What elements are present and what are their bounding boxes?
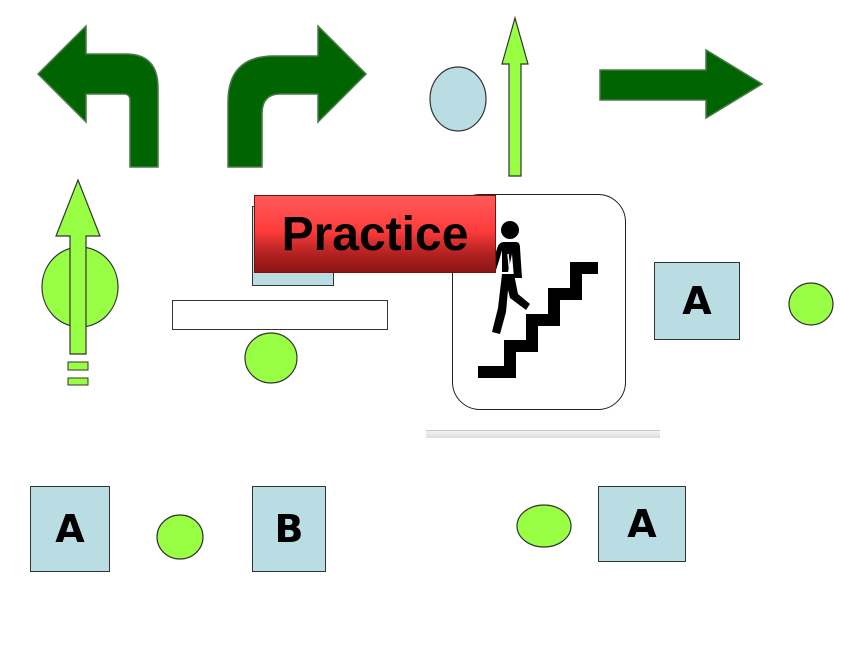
turn-left-arrow-icon [36,24,159,168]
blue-circle [429,66,487,132]
straight-up-arrow-icon [501,15,529,177]
toolbar-strip [426,430,660,438]
letter-card-a: A [598,486,686,562]
straight-up-arrow-icon [55,178,101,386]
letter-card-a: A [654,262,740,340]
right-arrow-icon [599,48,764,120]
letter-card-a: A [30,486,110,572]
person-climbing-stairs-icon [478,221,598,378]
green-circle [244,332,298,384]
letter-card-b: B [252,486,326,572]
green-circle [516,504,572,548]
blank-bar [172,300,388,330]
green-circle [788,282,834,326]
turn-right-arrow-icon [227,24,368,168]
practice-banner: Practice [254,195,496,273]
green-circle [156,514,204,560]
